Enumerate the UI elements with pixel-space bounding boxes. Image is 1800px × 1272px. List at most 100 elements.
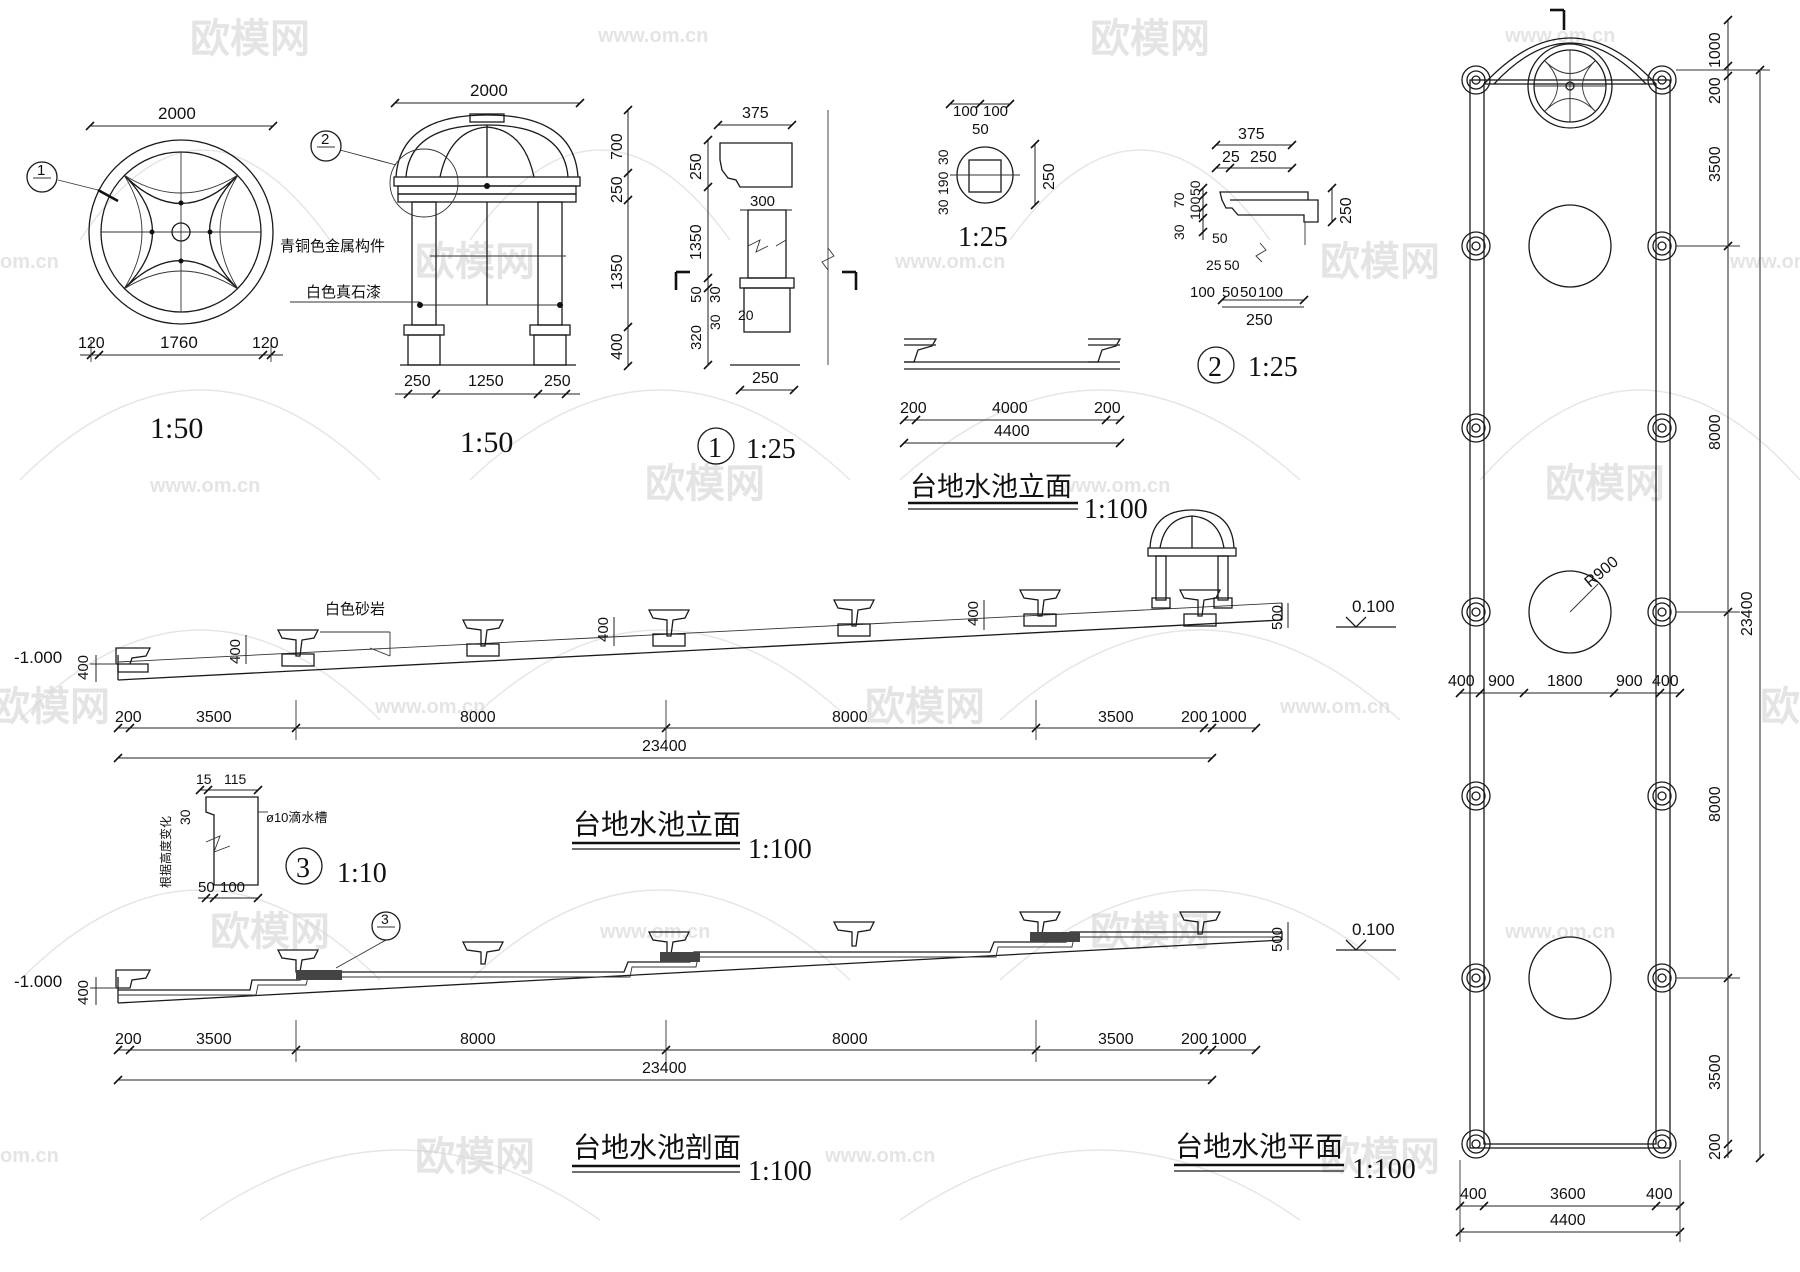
dim-text: 23400 xyxy=(1739,591,1756,636)
detail-mark: 2 xyxy=(1208,352,1222,383)
dim-text: 8000 xyxy=(460,1031,496,1048)
dim-text: 400 xyxy=(227,639,244,664)
dim-text: 1000 xyxy=(1707,32,1724,68)
dim-text: 30 xyxy=(935,149,951,165)
watermark-url: www.om.cn xyxy=(1059,475,1170,497)
scale-label: 1:100 xyxy=(1084,494,1148,525)
dim-text: 400 xyxy=(595,617,612,642)
dim-text: 400 xyxy=(1460,1186,1487,1203)
watermark-brand: 欧模网 xyxy=(415,240,535,284)
dim-text: 50 xyxy=(198,879,215,896)
scale-label: 1:50 xyxy=(150,412,203,445)
scale-label: 1:100 xyxy=(748,834,812,865)
dim-text: 900 xyxy=(1488,673,1515,690)
callout-number: 1 xyxy=(37,162,45,179)
scale-label: 1:10 xyxy=(337,858,387,889)
dim-text: 8000 xyxy=(1707,414,1724,450)
dim-text: 50 xyxy=(1240,284,1257,301)
section-callout-1 xyxy=(26,161,58,193)
elevation-small-pavilion xyxy=(1147,509,1237,609)
dim-text: 250 xyxy=(1246,312,1273,329)
dim-text: 250 xyxy=(609,176,626,203)
detail-3-cap-section: 15 115 ø10滴水槽 30 根据高度变化 50 100 3 1:10 xyxy=(158,771,387,903)
drawing-title: 台地水池立面 xyxy=(910,472,1072,503)
material-label: 白色真石漆 xyxy=(306,283,381,301)
dim-text: 115 xyxy=(224,771,247,787)
dim-text: 120 xyxy=(78,335,105,352)
dim-text: 900 xyxy=(1616,673,1643,690)
dim-text: 50 xyxy=(972,121,989,138)
drawing-title: 台地水池平面 xyxy=(1175,1130,1343,1163)
level-label: 0.100 xyxy=(1352,920,1395,939)
dim-text: 200 xyxy=(1707,77,1724,104)
watermark-url: www.om.cn xyxy=(1729,251,1800,273)
plan-posts-right xyxy=(1647,65,1677,1159)
dim-text: 250 xyxy=(1250,149,1277,166)
dim-text: 375 xyxy=(742,105,769,122)
dim-text: 8000 xyxy=(460,709,496,726)
watermark-url: www.om.cn xyxy=(1279,696,1390,718)
level-label: -1.000 xyxy=(14,648,62,667)
dim-text: 3500 xyxy=(1707,146,1724,182)
dim-text: 50 xyxy=(1212,230,1228,246)
groove-note: ø10滴水槽 xyxy=(266,810,327,825)
dim-text: 50 xyxy=(1224,257,1240,273)
dim-text: 200 xyxy=(900,400,927,417)
dim-text: 4400 xyxy=(1550,1212,1586,1229)
dim-text: 4000 xyxy=(992,400,1028,417)
dim-text: 400 xyxy=(1448,673,1475,690)
material-label: 青铜色金属构件 xyxy=(280,237,385,255)
dim-text: 50 xyxy=(1187,180,1203,196)
dim-text: 30 xyxy=(1171,224,1187,240)
watermark-url: www.om.cn xyxy=(597,25,708,47)
small-pool-elevation: 200 4000 200 4400 台地水池立面 1:100 xyxy=(899,338,1148,525)
dim-text: 200 xyxy=(1181,1031,1208,1048)
dim-text: 1760 xyxy=(160,333,198,352)
watermark-brand: 欧模网 xyxy=(190,17,310,61)
dim-text: 200 xyxy=(1707,1133,1724,1160)
dim-text: 250 xyxy=(688,153,705,180)
pool-plan: R900 xyxy=(1174,8,1770,1242)
dim-text: 20 xyxy=(738,307,754,323)
dim-text: 375 xyxy=(1238,126,1265,143)
plan-posts-left xyxy=(1461,65,1491,1159)
dim-text: 500 xyxy=(1269,927,1286,952)
watermark-url: www.om.cn xyxy=(824,1145,935,1167)
dim-text: 8000 xyxy=(832,1031,868,1048)
watermark-brand: 欧模网 xyxy=(0,685,110,729)
watermark-url: om.cn xyxy=(0,251,59,273)
watermark-brand: 欧模网 xyxy=(1090,17,1210,61)
watermark-brand: 欧模网 xyxy=(1760,685,1800,729)
dim-text: 3500 xyxy=(1098,709,1134,726)
dim-text: 8000 xyxy=(832,709,868,726)
dim-text: 400 xyxy=(1652,673,1679,690)
scale-label: 1:25 xyxy=(958,222,1008,253)
dim-text: 250 xyxy=(544,373,571,390)
level-label: -1.000 xyxy=(14,972,62,991)
detail-2-callout-circle xyxy=(389,148,459,218)
dim-text: 400 xyxy=(609,333,626,360)
scale-label: 1:25 xyxy=(1248,352,1298,383)
dim-text: 70 xyxy=(1171,192,1187,208)
dim-text: 100 xyxy=(983,103,1008,120)
watermark-url: om.cn xyxy=(0,1145,59,1167)
dim-text: 250 xyxy=(1338,197,1355,224)
watermark-brand: 欧模网 xyxy=(210,910,330,954)
dim-text: 100 xyxy=(220,879,245,896)
dim-text: 23400 xyxy=(642,738,687,755)
dim-text: 25 xyxy=(1206,257,1222,273)
dim-text: 3600 xyxy=(1550,1186,1586,1203)
watermark-brand: 欧模网 xyxy=(1545,462,1665,506)
dim-text: 1350 xyxy=(609,254,626,290)
drawing-title: 台地水池立面 xyxy=(573,808,741,841)
level-label: 0.100 xyxy=(1352,597,1395,616)
dim-text: 400 xyxy=(1646,1186,1673,1203)
drawing-title: 台地水池剖面 xyxy=(573,1131,741,1164)
callout-number: 3 xyxy=(381,911,389,927)
dim-text: 200 xyxy=(1181,709,1208,726)
detail-mark: 1 xyxy=(708,433,722,464)
dim-text: 100 xyxy=(953,103,978,120)
dim-text: 30 xyxy=(177,809,193,825)
watermark-url: www.om.cn xyxy=(374,696,485,718)
